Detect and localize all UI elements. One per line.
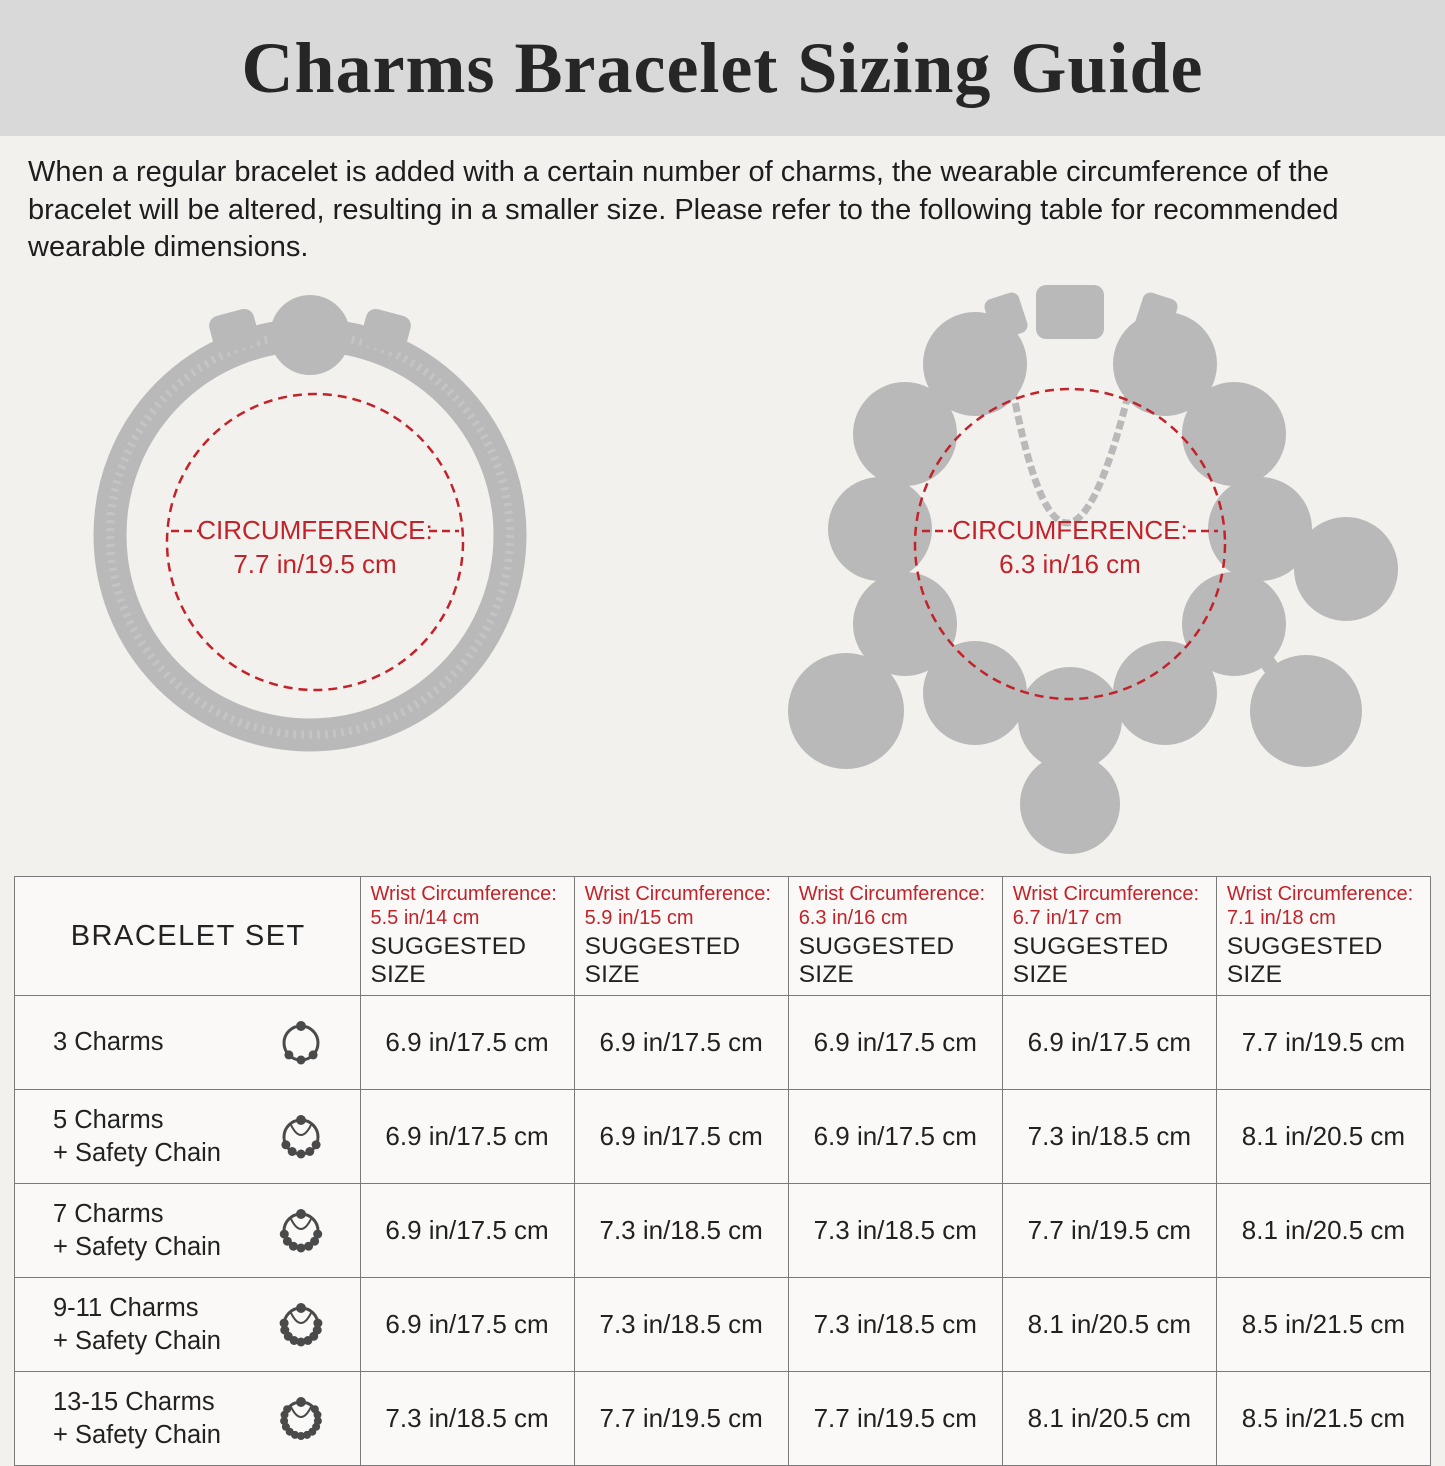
bracelet-9-11-charms-icon xyxy=(279,1302,322,1347)
table-header-row: BRACELET SET Wrist Circumference: 5.5 in… xyxy=(14,875,1432,997)
table-row-13-15-charms: 13-15 Charms + Safety Chain 7.3 in/18.5 … xyxy=(14,1371,1432,1466)
size-cell: 7.3 in/18.5 cm xyxy=(359,1371,575,1466)
row-label: 3 Charms xyxy=(53,1028,164,1057)
size-cell: 7.3 in/18.5 cm xyxy=(573,1277,789,1373)
circumference-label: CIRCUMFERENCE: xyxy=(952,515,1187,545)
suggested-size-label: SUGGESTED SIZE xyxy=(370,933,527,989)
clasp-stopper-left xyxy=(209,309,259,354)
row-label: 5 Charms xyxy=(53,1106,164,1135)
wrist-circumference-label: Wrist Circumference: xyxy=(584,883,771,905)
row-label: 13-15 Charms xyxy=(53,1388,215,1417)
bracelet-13-15-charms-icon xyxy=(279,1396,322,1440)
size-cell: 6.9 in/17.5 cm xyxy=(787,995,1003,1091)
wrist-circumference-label: Wrist Circumference: xyxy=(798,883,986,905)
size-cell: 7.3 in/18.5 cm xyxy=(787,1183,1003,1279)
size-cell: 7.3 in/18.5 cm xyxy=(573,1183,789,1279)
size-cell: 7.3 in/18.5 cm xyxy=(1001,1089,1217,1185)
measure-dashed-circle xyxy=(913,387,1227,701)
wrist-size: 5.5 in/14 cm xyxy=(370,906,480,929)
intro-paragraph: When a regular bracelet is added with a … xyxy=(28,156,1339,264)
bracelet-7-charms-icon xyxy=(279,1208,322,1253)
illustration-area: CIRCUMFERENCE: 7.7 in/19.5 cm xyxy=(0,267,1445,855)
clasp-stopper-right xyxy=(361,309,411,354)
safety-chain xyxy=(1000,334,1146,527)
column-header-2: Wrist Circumference: 5.9 in/15 cm SUGGES… xyxy=(573,875,789,997)
suggested-size-label: SUGGESTED SIZE xyxy=(584,933,741,989)
page-title: Charms Bracelet Sizing Guide xyxy=(241,27,1204,108)
size-cell: 6.9 in/17.5 cm xyxy=(359,995,575,1091)
size-cell: 6.9 in/17.5 cm xyxy=(359,1277,575,1373)
size-cell: 6.9 in/17.5 cm xyxy=(787,1089,1003,1185)
table-row-7-charms: 7 Charms + Safety Chain 6.9 in/17.5 cm 7… xyxy=(14,1183,1432,1279)
table-row-3-charms: 3 Charms 6.9 in/17.5 cm 6.9 in/17.5 cm 6… xyxy=(14,995,1432,1091)
size-cell: 6.9 in/17.5 cm xyxy=(359,1089,575,1185)
suggested-size-label: SUGGESTED SIZE xyxy=(1012,933,1169,989)
size-cell: 7.3 in/18.5 cm xyxy=(787,1277,1003,1373)
bracelet-3-charms-icon xyxy=(282,1020,319,1065)
wrist-circumference-label: Wrist Circumference: xyxy=(1012,883,1200,905)
safety-chain-hook xyxy=(992,329,1016,353)
dangle-charm-left xyxy=(788,653,904,770)
row-sublabel: + Safety Chain xyxy=(53,1232,221,1261)
size-cell: 6.9 in/17.5 cm xyxy=(359,1183,575,1279)
clasp-connector-left xyxy=(984,292,1028,340)
table-row-9-11-charms: 9-11 Charms + Safety Chain 6.9 in/17.5 c… xyxy=(14,1277,1432,1373)
row-label: 9-11 Charms xyxy=(53,1294,199,1323)
size-cell: 7.7 in/19.5 cm xyxy=(1001,1183,1217,1279)
size-cell: 6.9 in/17.5 cm xyxy=(1001,995,1217,1091)
row-sublabel: + Safety Chain xyxy=(53,1420,221,1449)
row-sublabel: + Safety Chain xyxy=(53,1138,221,1167)
size-cell: 8.1 in/20.5 cm xyxy=(1215,1089,1432,1185)
circumference-label: CIRCUMFERENCE: xyxy=(197,515,432,545)
column-header-1: Wrist Circumference: 5.5 in/14 cm SUGGES… xyxy=(359,875,575,997)
row-sublabel: + Safety Chain xyxy=(53,1326,221,1355)
wrist-size: 7.1 in/18 cm xyxy=(1226,906,1336,929)
column-header-4: Wrist Circumference: 6.7 in/17 cm SUGGES… xyxy=(1001,875,1217,997)
suggested-size-label: SUGGESTED SIZE xyxy=(1226,933,1383,989)
circumference-value: 6.3 in/16 cm xyxy=(999,549,1141,579)
plain-bracelet-illustration: CIRCUMFERENCE: 7.7 in/19.5 cm xyxy=(93,295,527,752)
column-header-5: Wrist Circumference: 7.1 in/18 cm SUGGES… xyxy=(1215,875,1432,997)
size-cell: 8.5 in/21.5 cm xyxy=(1215,1277,1432,1373)
dangle-charm-bottom xyxy=(1020,754,1120,855)
size-cell: 7.7 in/19.5 cm xyxy=(1215,995,1432,1091)
wrist-size: 6.3 in/16 cm xyxy=(798,906,908,929)
size-cell: 6.9 in/17.5 cm xyxy=(573,995,789,1091)
clasp-barrel xyxy=(1036,285,1104,340)
charm-beads xyxy=(828,312,1312,772)
wrist-circumference-label: Wrist Circumference: xyxy=(370,883,557,905)
sizing-table-wrap: BRACELET SET Wrist Circumference: 5.5 in… xyxy=(14,875,1432,1466)
size-cell: 8.1 in/20.5 cm xyxy=(1215,1183,1432,1279)
column-header-3: Wrist Circumference: 6.3 in/16 cm SUGGES… xyxy=(787,875,1003,997)
size-cell: 8.1 in/20.5 cm xyxy=(1001,1371,1217,1466)
dangle-charm-right xyxy=(1294,517,1398,622)
wrist-circumference-label: Wrist Circumference: xyxy=(1226,883,1414,905)
sizing-table: BRACELET SET Wrist Circumference: 5.5 in… xyxy=(14,875,1432,1466)
size-cell: 8.1 in/20.5 cm xyxy=(1001,1277,1217,1373)
suggested-size-label: SUGGESTED SIZE xyxy=(798,933,955,989)
clasp-ball xyxy=(270,295,350,376)
dangle-charm-bottom-right xyxy=(1250,655,1362,768)
size-cell: 8.5 in/21.5 cm xyxy=(1215,1371,1432,1466)
size-cell: 6.9 in/17.5 cm xyxy=(573,1089,789,1185)
title-banner: Charms Bracelet Sizing Guide xyxy=(0,0,1445,136)
charm-bracelet-illustration: CIRCUMFERENCE: 6.3 in/16 cm xyxy=(788,285,1398,855)
bracelet-5-charms-icon xyxy=(280,1114,321,1159)
circumference-value: 7.7 in/19.5 cm xyxy=(233,549,396,579)
measure-dashed-circle xyxy=(165,392,465,692)
size-cell: 7.7 in/19.5 cm xyxy=(787,1371,1003,1466)
bracelet-set-header: BRACELET SET xyxy=(14,875,361,997)
table-row-5-charms: 5 Charms + Safety Chain 6.9 in/17.5 cm 6… xyxy=(14,1089,1432,1185)
wrist-size: 6.7 in/17 cm xyxy=(1012,906,1122,929)
size-cell: 7.7 in/19.5 cm xyxy=(573,1371,789,1466)
row-label: 7 Charms xyxy=(53,1200,164,1229)
wrist-size: 5.9 in/15 cm xyxy=(584,906,694,929)
clasp-connector-right xyxy=(1134,292,1178,340)
